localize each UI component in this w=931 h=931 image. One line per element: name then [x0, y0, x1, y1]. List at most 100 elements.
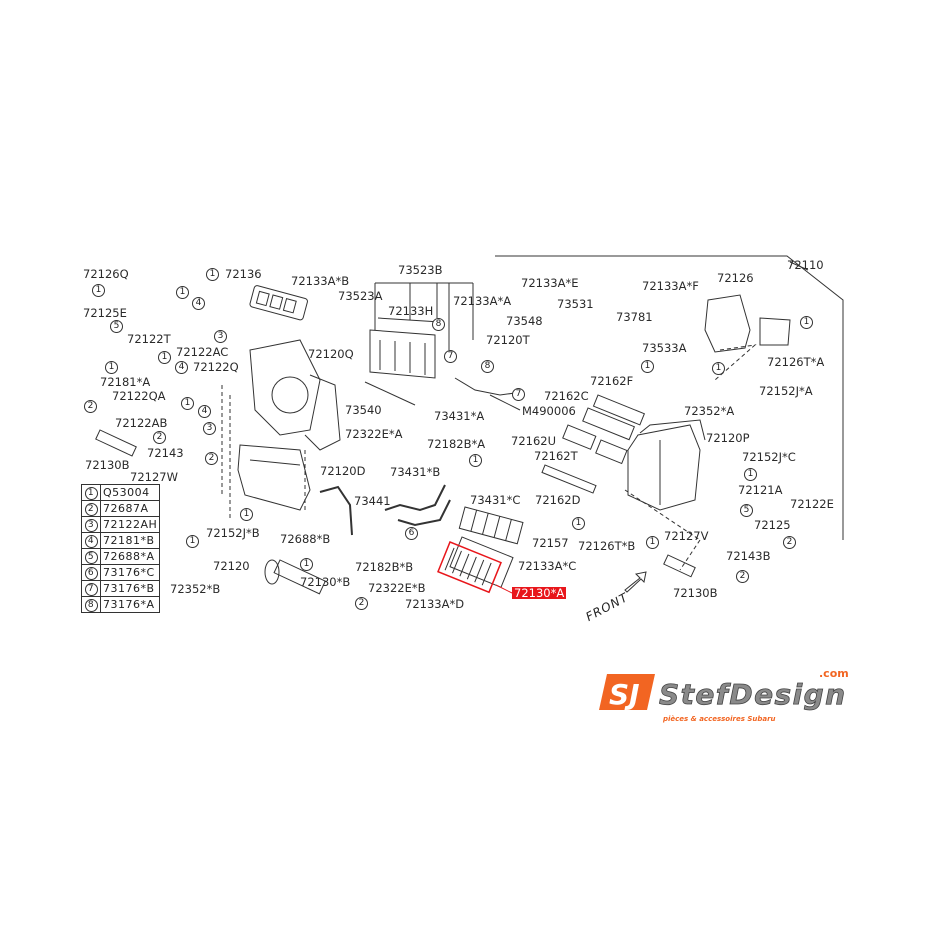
part-label: 72143	[147, 446, 184, 460]
part-label: 72152J*A	[759, 384, 813, 398]
part-label: 72352*B	[170, 582, 221, 596]
part-label: 72162F	[590, 374, 634, 388]
logo-name: StefDesign	[659, 678, 845, 711]
callout: 2	[736, 570, 749, 583]
part-72157	[458, 506, 524, 545]
callout: 4	[198, 405, 211, 418]
part-72162C	[582, 407, 636, 441]
callout: 5	[740, 504, 753, 517]
part-label: 72130B	[85, 458, 130, 472]
part-label: 72133H	[388, 304, 434, 318]
legend-part: 73176*B	[99, 580, 161, 597]
part-label: 72322E*A	[345, 427, 403, 441]
part-72162D	[541, 464, 597, 494]
callout: 1	[92, 284, 105, 297]
part-label: 72133A*A	[453, 294, 512, 308]
legend-part: 72688*A	[99, 548, 161, 565]
legend-part: 73176*C	[99, 564, 161, 581]
legend-part: 73176*A	[99, 596, 161, 613]
part-label: 73431*C	[470, 493, 521, 507]
legend-number: 3	[84, 519, 98, 532]
part-label: 72125	[754, 518, 791, 532]
legend-number: 8	[84, 599, 98, 612]
part-label: 72126	[717, 271, 754, 285]
callout: 1	[176, 286, 189, 299]
part-label: 72152J*C	[742, 450, 796, 464]
part-72120P	[627, 419, 706, 511]
part-label: 72120D	[320, 464, 366, 478]
part-label: 72133A*F	[642, 279, 699, 293]
callout: 1	[800, 316, 813, 329]
part-label: 72181*A	[100, 375, 151, 389]
part-label: 72122T	[127, 332, 171, 346]
part-73540	[364, 381, 416, 406]
part-label: M490006	[522, 404, 576, 418]
part-label: 72122QA	[112, 389, 166, 403]
callout: 1	[300, 558, 313, 571]
callout: 1	[186, 535, 199, 548]
part-72120Q	[249, 339, 341, 451]
part-label: 72162C	[544, 389, 589, 403]
highlighted-part-label[interactable]: 72130*A	[512, 586, 567, 600]
part-73441	[319, 485, 353, 536]
part-label: 72126T*B	[578, 539, 636, 553]
part-label: 73781	[616, 310, 653, 324]
part-label: 72120T	[486, 333, 530, 347]
part-72130B-left	[95, 429, 137, 457]
callout: 3	[203, 422, 216, 435]
legend-part: 72687A	[99, 500, 161, 517]
legend-number: 2	[84, 503, 98, 516]
part-label: 72152J*B	[206, 526, 260, 540]
legend-part: Q53004	[99, 484, 161, 501]
assembly-bracket-line	[495, 255, 844, 540]
callout: 1	[158, 351, 171, 364]
part-label: 73523A	[338, 289, 383, 303]
part-label: 73523B	[398, 263, 443, 277]
part-72120D	[237, 444, 311, 511]
callout: 2	[205, 452, 218, 465]
callout: 4	[192, 297, 205, 310]
part-label: 72162U	[511, 434, 557, 448]
callout: 2	[783, 536, 796, 549]
callout: 5	[110, 320, 123, 333]
legend-part: 72122AH	[99, 516, 161, 533]
part-72162F	[592, 394, 646, 426]
front-arrow	[624, 571, 647, 593]
callout: 4	[175, 361, 188, 374]
part-label: 72182B*A	[427, 437, 486, 451]
legend-part: 72181*B	[99, 532, 161, 549]
part-label: 72122E	[790, 497, 834, 511]
part-label: 72120P	[706, 431, 750, 445]
part-label: 72122Q	[193, 360, 239, 374]
part-label: 72122AC	[176, 345, 229, 359]
part-label: 72182B*B	[355, 560, 414, 574]
part-label: 72688*B	[280, 532, 331, 546]
part-label: 72130B	[673, 586, 718, 600]
part-label: 72143B	[726, 549, 771, 563]
callout: 8	[432, 318, 445, 331]
part-label: 72322E*B	[368, 581, 426, 595]
part-label: 73441	[354, 494, 391, 508]
legend-number: 5	[84, 551, 98, 564]
part-label: 72162T	[534, 449, 578, 463]
stefdesign-logo[interactable]: SJ StefDesign .com pièces & accessoires …	[595, 668, 857, 724]
callout: 7	[444, 350, 457, 363]
part-label: 72127V	[664, 529, 709, 543]
part-label: 72352*A	[684, 404, 735, 418]
part-label: 72110	[787, 258, 824, 272]
part-72126	[704, 294, 791, 353]
part-72130-B	[273, 559, 326, 595]
callout: 7	[512, 388, 525, 401]
part-label: 73533A	[642, 341, 687, 355]
part-72133A-B	[249, 285, 308, 321]
part-label: 72133A*B	[291, 274, 350, 288]
part-label: 72121A	[738, 483, 783, 497]
callout: 1	[469, 454, 482, 467]
part-label: 73431*B	[390, 465, 441, 479]
part-label: 72157	[532, 536, 569, 550]
